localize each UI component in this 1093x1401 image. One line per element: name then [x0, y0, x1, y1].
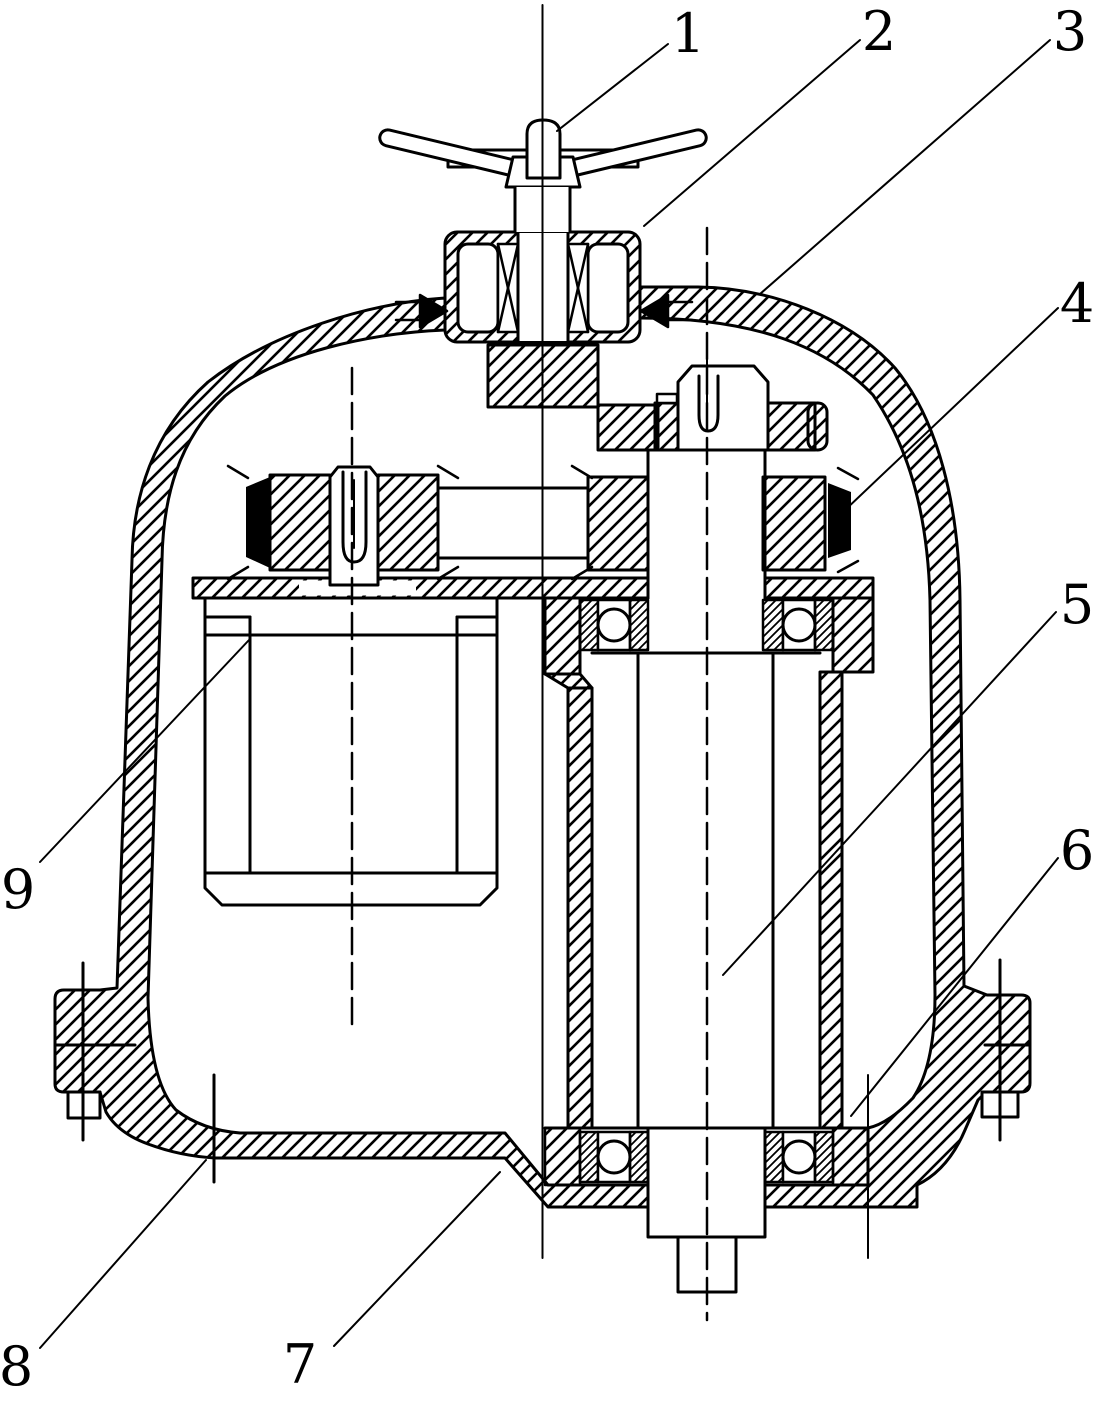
bracket-right-block: [831, 596, 875, 674]
callout-label-9: 9: [1, 858, 35, 921]
callout-leader-1: [556, 43, 669, 132]
slotted-cap: [676, 364, 770, 452]
right-seal-wedge: [828, 483, 851, 558]
callout-leader-8: [39, 1159, 207, 1349]
bearing-seat: [831, 1126, 870, 1187]
callout-label-3: 3: [1053, 0, 1087, 63]
bracket-right-wall: [818, 670, 844, 1130]
callout-label-5: 5: [1060, 573, 1093, 636]
control-box-body: [203, 596, 499, 907]
bearing-ball: [781, 1139, 817, 1175]
bearing-race: [628, 598, 650, 652]
bearing-ball: [781, 607, 817, 643]
left-seal-wedge: [246, 477, 270, 568]
wheel-hub-left: [268, 473, 332, 572]
worm-section: [436, 486, 590, 560]
bearing-ball: [596, 1139, 632, 1175]
gear-tick-marks: [226, 464, 860, 581]
gland-pocket-left: [456, 242, 500, 334]
callout-label-8: 8: [0, 1335, 33, 1398]
bracket-left-wall: [566, 686, 594, 1130]
mounting-plate: [191, 576, 875, 600]
bearing-race: [761, 598, 785, 652]
stator: [226, 464, 860, 581]
cap-slot: [697, 374, 720, 433]
upper-bearing: [578, 598, 835, 655]
housing-shell: [53, 285, 1032, 1209]
callout-label-2: 2: [862, 0, 896, 63]
motor-top-flange: [653, 335, 829, 452]
flange-tab: [655, 392, 679, 405]
stuffing-box: [394, 230, 694, 452]
stator-right: [761, 475, 827, 572]
bearing-ball: [596, 607, 632, 643]
bracket-left-slope: [543, 672, 594, 690]
bearing-race: [813, 598, 835, 652]
wheel-hub-right: [376, 473, 440, 572]
callout-leader-2: [643, 39, 861, 227]
bearing-bracket: [543, 596, 875, 1130]
callout-label-4: 4: [1060, 272, 1093, 335]
callout-leader-9: [39, 639, 250, 863]
callout-leader-5: [722, 611, 1057, 976]
packing-left: [496, 242, 520, 334]
centerlines: [81, 4, 1002, 1322]
plate-recess: [299, 580, 416, 596]
bearing-race: [578, 1130, 600, 1184]
callout-leader-3: [759, 39, 1051, 295]
gland-pocket-right: [586, 242, 630, 334]
step-block: [596, 403, 660, 452]
bearing-flange-plate: [763, 576, 875, 600]
callout-label-6: 6: [1060, 819, 1093, 882]
callout-label-7: 7: [283, 1333, 317, 1396]
callout-leader-7: [333, 1171, 501, 1347]
worm-support-plate: [191, 576, 650, 600]
worm-wheel: [246, 465, 590, 587]
stator-left: [586, 475, 650, 572]
motor-shaft: [636, 448, 775, 1130]
callout-leader-6: [850, 857, 1059, 1117]
packing-right: [566, 242, 590, 334]
bearing-race: [578, 598, 600, 652]
bearing-seat: [543, 1126, 582, 1187]
joint-arrows: [394, 293, 694, 329]
bracket-left-block: [543, 596, 582, 676]
callout-label-1: 1: [671, 2, 705, 65]
flange-cap: [806, 401, 829, 452]
bearing-race: [628, 1130, 650, 1184]
callout-leader-4: [842, 307, 1059, 513]
bearing-race: [813, 1130, 835, 1184]
